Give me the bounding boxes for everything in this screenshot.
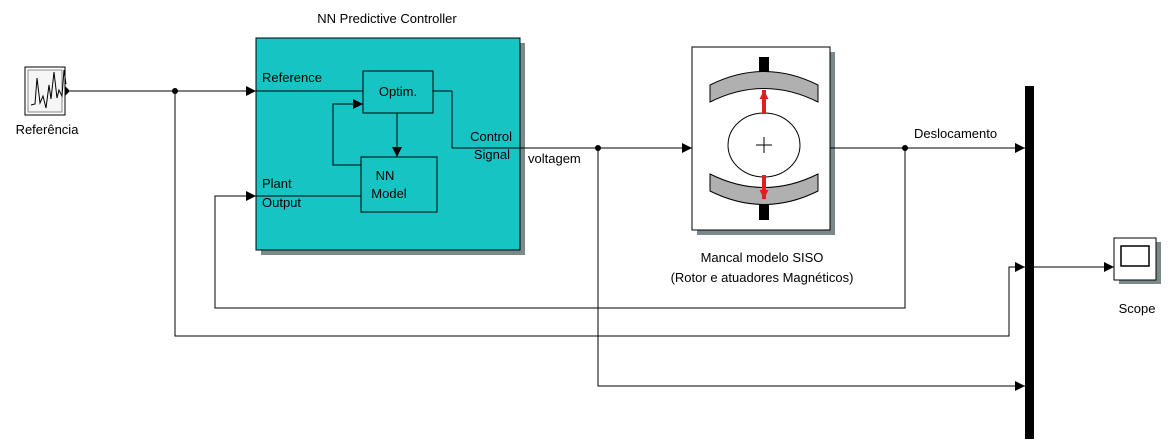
bearing-plant-block[interactable] — [691, 46, 835, 235]
plant-label-line1: Mancal modelo SISO — [701, 250, 824, 265]
plant-output-port-label-line2: Output — [262, 195, 301, 210]
nn-model-label-line1: NN — [376, 168, 395, 183]
reference-branch-point — [172, 88, 178, 94]
upper-electromagnet-icon — [709, 71, 819, 103]
controller-title: NN Predictive Controller — [317, 11, 457, 26]
plant-label-line2: (Rotor e atuadores Magnéticos) — [671, 270, 854, 285]
voltage-signal-label: voltagem — [528, 151, 581, 166]
reference-port-label: Reference — [262, 70, 322, 85]
control-signal-port-label-line1: Control — [470, 129, 512, 144]
displacement-signal-label: Deslocamento — [914, 126, 997, 141]
displacement-branch-point — [902, 145, 908, 151]
scope-screen-icon — [1120, 245, 1150, 267]
nn-model-subblock — [360, 156, 438, 213]
optim-subblock — [362, 70, 434, 114]
signal-lines — [70, 86, 1114, 391]
plant-output-port-label-line1: Plant — [262, 176, 292, 191]
scope-block[interactable] — [1113, 237, 1161, 284]
scope-label: Scope — [1119, 301, 1156, 316]
mux-block[interactable] — [1025, 86, 1034, 439]
voltage-branch-point — [595, 145, 601, 151]
nn-model-label-line2: Model — [371, 186, 407, 201]
control-signal-port-label-line2: Signal — [474, 147, 510, 162]
reference-source-block[interactable] — [24, 66, 70, 116]
optim-label: Optim. — [379, 84, 417, 99]
random-signal-icon — [30, 69, 67, 109]
reference-source-label: Referência — [16, 122, 80, 137]
nn-predictive-controller-block[interactable]: Optim. NN Model Reference Plant Output C… — [255, 37, 525, 255]
